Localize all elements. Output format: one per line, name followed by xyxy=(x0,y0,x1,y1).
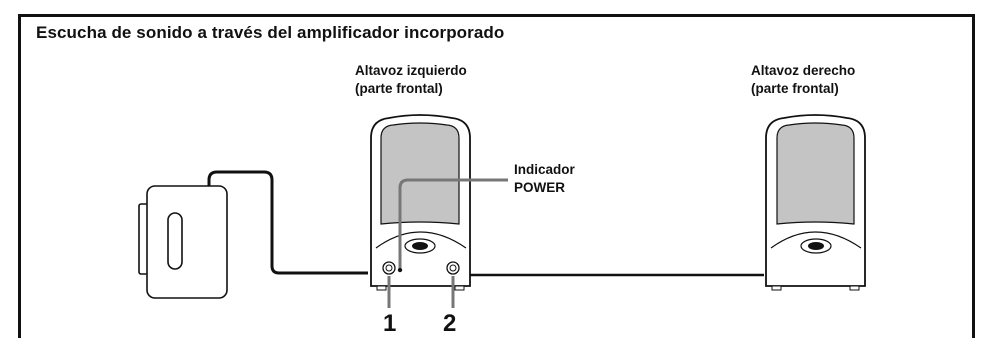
right-speaker-label-line1: Altavoz derecho xyxy=(751,63,856,78)
diagram-title: Escucha de sonido a través del amplifica… xyxy=(36,23,505,42)
power-indicator-led xyxy=(397,267,403,273)
frame-top-border xyxy=(18,14,975,17)
right-speaker-label: Altavoz derecho (parte frontal) xyxy=(751,62,855,98)
power-indicator-label-line1: Indicador xyxy=(514,162,575,177)
frame-left-border xyxy=(18,14,21,338)
left-speaker-label-line2: (parte frontal) xyxy=(355,81,443,96)
left-speaker-knob-2 xyxy=(446,261,460,275)
right-speaker xyxy=(765,114,866,291)
power-indicator-label: Indicador POWER xyxy=(514,161,575,197)
left-speaker xyxy=(370,114,471,291)
frame-right-border xyxy=(972,14,975,338)
adapter-cable xyxy=(207,170,368,275)
left-speaker-knob-1 xyxy=(382,261,396,275)
power-indicator-label-line2: POWER xyxy=(514,180,566,195)
callout-number-1: 1 xyxy=(383,310,397,337)
callout-number-2: 2 xyxy=(443,310,457,337)
indicator-leader-line xyxy=(398,178,508,268)
right-speaker-label-line2: (parte frontal) xyxy=(751,81,839,96)
left-speaker-label: Altavoz izquierdo (parte frontal) xyxy=(355,62,467,98)
left-speaker-label-line1: Altavoz izquierdo xyxy=(355,63,467,78)
ac-adapter xyxy=(138,185,228,299)
